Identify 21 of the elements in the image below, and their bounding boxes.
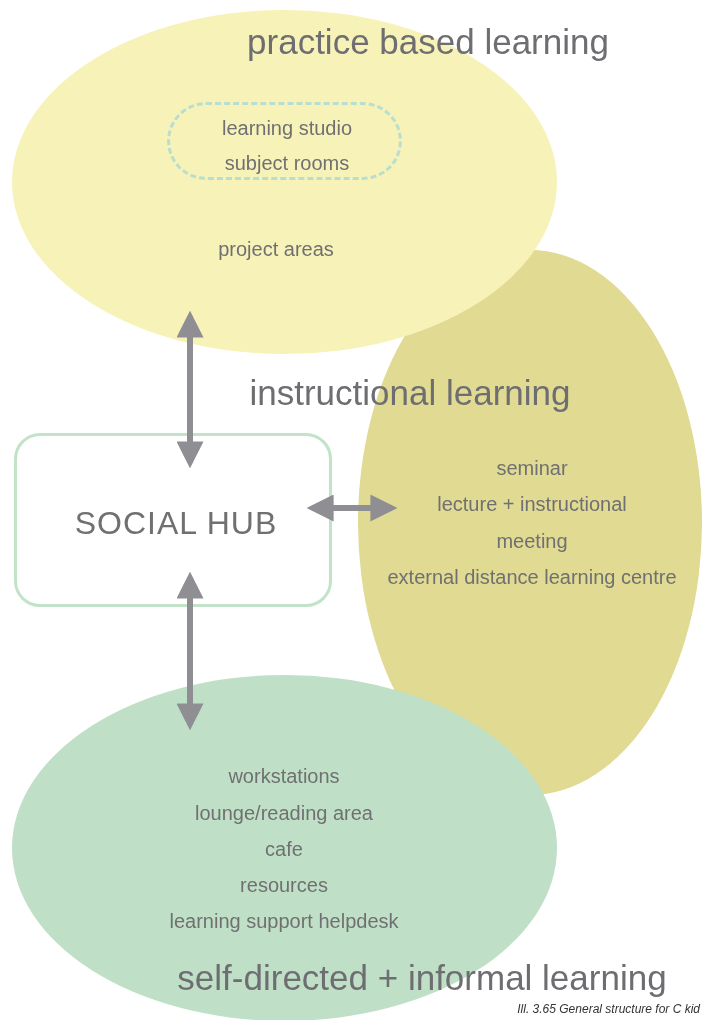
space-label: meeting <box>496 530 568 552</box>
space-label: learning support helpdesk <box>169 910 399 932</box>
area-heading: practice based learning <box>247 22 609 62</box>
space-label: workstations <box>228 765 340 787</box>
double-arrow <box>306 494 398 522</box>
space-label: lounge/reading area <box>195 802 373 824</box>
space-label: seminar <box>496 457 568 479</box>
hub-label: SOCIAL HUB <box>74 506 278 542</box>
dashed-group <box>167 102 402 180</box>
space-label: project areas <box>218 238 334 260</box>
space-label: cafe <box>265 838 303 860</box>
figure-caption: Ill. 3.65 General structure for C kid <box>517 1002 700 1016</box>
space-label: subject rooms <box>224 152 350 174</box>
hub-box <box>14 433 332 607</box>
double-arrow <box>176 571 204 731</box>
area-heading: self-directed + informal learning <box>177 958 667 998</box>
space-label: lecture + instructional <box>437 493 627 515</box>
space-label: learning studio <box>221 117 353 139</box>
space-label: resources <box>240 874 328 896</box>
double-arrow <box>176 310 204 469</box>
space-label: external distance learning centre <box>387 566 677 588</box>
